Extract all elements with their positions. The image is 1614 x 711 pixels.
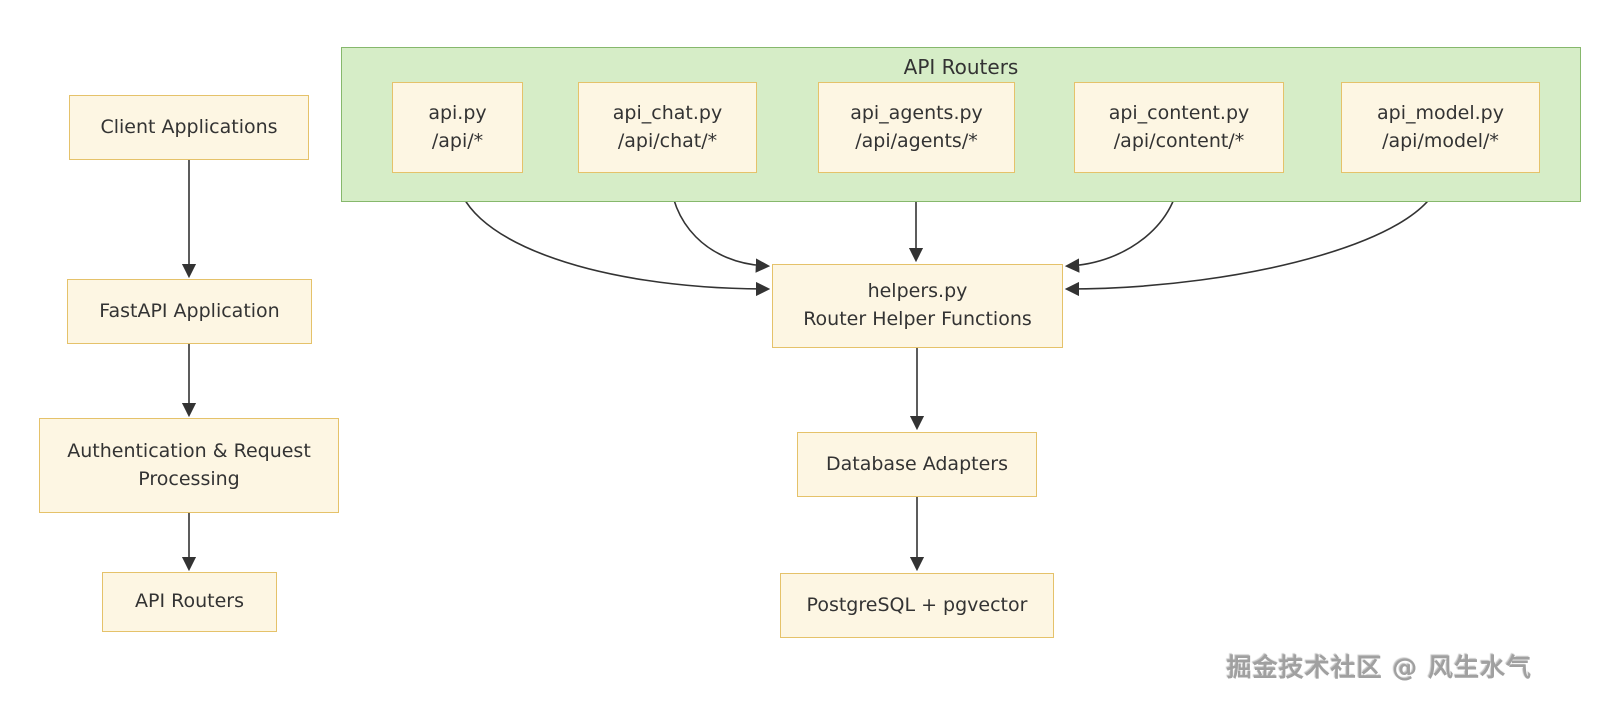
node-postgresql-pgvector: PostgreSQL + pgvector [780, 573, 1054, 638]
node-api-agents-py: api_agents.py /api/agents/* [818, 82, 1015, 173]
container-title: API Routers [903, 55, 1019, 79]
node-route-label: /api/model/* [1382, 129, 1499, 152]
node-file-label: api_chat.py [612, 101, 723, 124]
node-route-label: /api/content/* [1113, 129, 1245, 152]
node-database-adapters: Database Adapters [797, 432, 1037, 497]
node-api-routers-left: API Routers [102, 572, 277, 632]
node-label: API Routers [135, 590, 244, 613]
node-route-label: /api/* [431, 129, 484, 152]
node-route-label: /api/chat/* [617, 129, 718, 152]
node-auth-request-processing: Authentication & Request Processing [39, 418, 339, 513]
node-desc-label: Router Helper Functions [803, 308, 1032, 330]
node-file-label: api.py [428, 101, 487, 124]
node-file-label: api_model.py [1377, 101, 1504, 124]
node-api-model-py: api_model.py /api/model/* [1341, 82, 1540, 173]
node-file-label: helpers.py [867, 280, 968, 303]
watermark: 掘金技术社区 @ 风生水气 [1226, 653, 1532, 682]
node-label: Authentication & Request Processing [67, 439, 311, 490]
node-client-applications: Client Applications [69, 95, 309, 160]
node-file-label: api_content.py [1108, 101, 1250, 124]
node-api-content-py: api_content.py /api/content/* [1074, 82, 1284, 173]
node-api-chat-py: api_chat.py /api/chat/* [578, 82, 757, 173]
node-fastapi-application: FastAPI Application [67, 279, 312, 344]
node-label: Client Applications [100, 115, 278, 138]
node-label: PostgreSQL + pgvector [806, 593, 1028, 616]
node-helpers-py: helpers.py Router Helper Functions [772, 264, 1063, 348]
node-api-py: api.py /api/* [392, 82, 523, 173]
node-label: Database Adapters [826, 452, 1008, 475]
node-route-label: /api/agents/* [855, 129, 978, 152]
node-file-label: api_agents.py [850, 101, 983, 124]
node-label: FastAPI Application [99, 299, 280, 322]
